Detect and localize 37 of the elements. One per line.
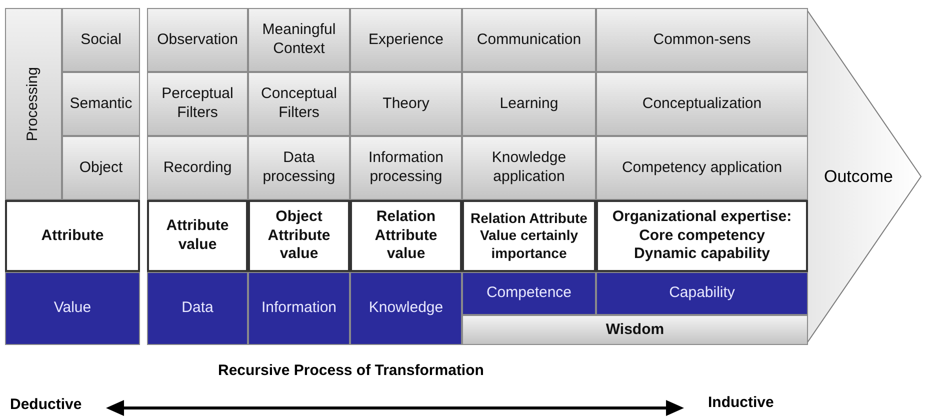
table-cell: Conceptualization — [596, 72, 808, 136]
table-cell: Information processing — [350, 136, 462, 200]
table-cell: Experience — [350, 8, 462, 72]
table-cell: Theory — [350, 72, 462, 136]
table-cell: Recording — [147, 136, 248, 200]
table-cell: Data — [147, 272, 248, 345]
table-cell: Communication — [462, 8, 596, 72]
table-cell: Value — [5, 272, 140, 345]
table-cell: Attribute — [5, 200, 140, 272]
table-cell: Relation Attribute Value certainly importance — [462, 200, 596, 272]
table-cell: Organizational expertise: Core competency Dynamic capability — [596, 200, 808, 272]
table-cell: Competence — [462, 272, 596, 315]
table-cell: Attribute value — [147, 200, 248, 272]
axis-title: Recursive Process of Transformation — [218, 362, 484, 379]
table-cell: Knowledge — [350, 272, 462, 345]
table-cell: Object — [62, 136, 140, 200]
table-cell: Common-sens — [596, 8, 808, 72]
table-cell: Conceptual Filters — [248, 72, 350, 136]
table-cell: Object Attribute value — [248, 200, 350, 272]
table-cell: Knowledge application — [462, 136, 596, 200]
table-cell: Meaningful Context — [248, 8, 350, 72]
row-group-label: Processing — [24, 66, 42, 142]
table-cell: Relation Attribute value — [350, 200, 462, 272]
outcome-label: Outcome — [824, 166, 893, 186]
table-cell: Learning — [462, 72, 596, 136]
table-cell: Capability — [596, 272, 808, 315]
table-cell: Perceptual Filters — [147, 72, 248, 136]
direction-label: Inductive — [708, 394, 774, 411]
table-cell: Observation — [147, 8, 248, 72]
table-cell: Competency application — [596, 136, 808, 200]
chevron-arrow — [806, 8, 922, 345]
table-cell: Information — [248, 272, 350, 345]
table-cell: Wisdom — [462, 315, 808, 345]
table-cell: Semantic — [62, 72, 140, 136]
table-cell: Data processing — [248, 136, 350, 200]
direction-label: Deductive — [10, 396, 82, 413]
table-cell: Social — [62, 8, 140, 72]
